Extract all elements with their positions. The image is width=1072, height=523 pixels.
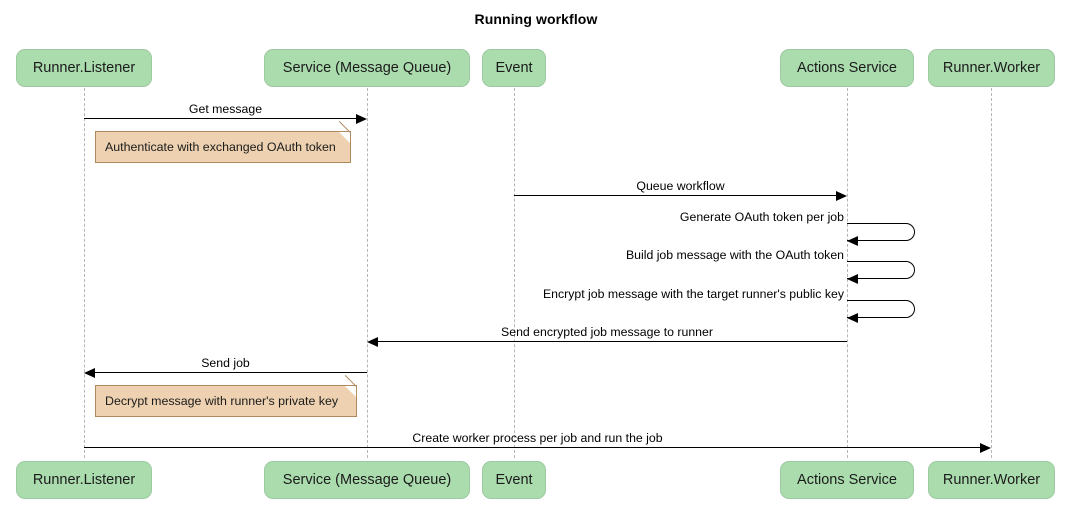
note-fold-edge-icon (338, 121, 350, 133)
note-fold-icon (339, 132, 350, 143)
note-label: Authenticate with exchanged OAuth token (105, 140, 336, 154)
participant-service-message-queue-top[interactable]: Service (Message Queue) (264, 49, 470, 87)
message-line-create-worker-process (84, 447, 980, 448)
message-line-queue-workflow (514, 195, 836, 196)
note-label: Decrypt message with runner's private ke… (105, 394, 339, 408)
self-loop-build-job-message (847, 261, 915, 279)
arrowhead-left-icon (84, 367, 95, 378)
participant-label: Runner.Worker (942, 472, 1041, 488)
lifeline-runner-listener (84, 88, 85, 458)
message-line-get-message (84, 118, 356, 119)
message-label-send-encrypted-job-message: Send encrypted job message to runner (501, 325, 713, 339)
participant-actions-service-bottom[interactable]: Actions Service (780, 461, 914, 499)
participant-event-bottom[interactable]: Event (482, 461, 546, 499)
arrowhead-left-icon (847, 236, 858, 246)
self-loop-generate-oauth-token (847, 223, 915, 241)
arrowhead-left-icon (847, 313, 858, 323)
message-label-generate-oauth-token: Generate OAuth token per job (679, 210, 844, 224)
message-label-get-message: Get message (188, 102, 263, 116)
arrowhead-left-icon (367, 336, 378, 347)
participant-runner-worker-bottom[interactable]: Runner.Worker (928, 461, 1055, 499)
message-label-build-job-message: Build job message with the OAuth token (625, 248, 844, 262)
arrowhead-right-icon (356, 113, 367, 124)
note-fold-edge-icon (344, 375, 356, 387)
lifeline-event (514, 88, 515, 458)
message-label-send-job: Send job (201, 356, 250, 370)
page-title: Running workflow (474, 11, 598, 27)
participant-label: Service (Message Queue) (282, 60, 452, 76)
participant-service-message-queue-bottom[interactable]: Service (Message Queue) (264, 461, 470, 499)
participant-label: Event (495, 60, 533, 76)
note-fold-icon (345, 386, 356, 397)
message-label-create-worker-process: Create worker process per job and run th… (412, 431, 663, 445)
participant-runner-worker-top[interactable]: Runner.Worker (928, 49, 1055, 87)
participant-label: Service (Message Queue) (282, 472, 452, 488)
arrowhead-left-icon (847, 274, 858, 284)
self-loop-encrypt-job-message (847, 300, 915, 318)
participant-label: Runner.Listener (32, 472, 136, 488)
participant-label: Event (495, 472, 533, 488)
participant-runner-listener-top[interactable]: Runner.Listener (16, 49, 152, 87)
message-line-send-job (95, 372, 367, 373)
lifeline-service-message-queue (367, 88, 368, 458)
note-authenticate: Authenticate with exchanged OAuth token (95, 121, 351, 163)
note-decrypt: Decrypt message with runner's private ke… (95, 375, 357, 417)
arrowhead-right-icon (836, 190, 847, 201)
message-label-queue-workflow: Queue workflow (636, 179, 725, 193)
message-line-send-encrypted-job-message (378, 341, 847, 342)
participant-label: Actions Service (797, 60, 897, 76)
participant-label: Runner.Listener (32, 60, 136, 76)
participant-actions-service-top[interactable]: Actions Service (780, 49, 914, 87)
lifeline-runner-worker (991, 88, 992, 458)
participant-event-top[interactable]: Event (482, 49, 546, 87)
participant-runner-listener-bottom[interactable]: Runner.Listener (16, 461, 152, 499)
message-label-encrypt-job-message: Encrypt job message with the target runn… (542, 287, 844, 301)
arrowhead-right-icon (980, 442, 991, 453)
participant-label: Actions Service (797, 472, 897, 488)
participant-label: Runner.Worker (942, 60, 1041, 76)
